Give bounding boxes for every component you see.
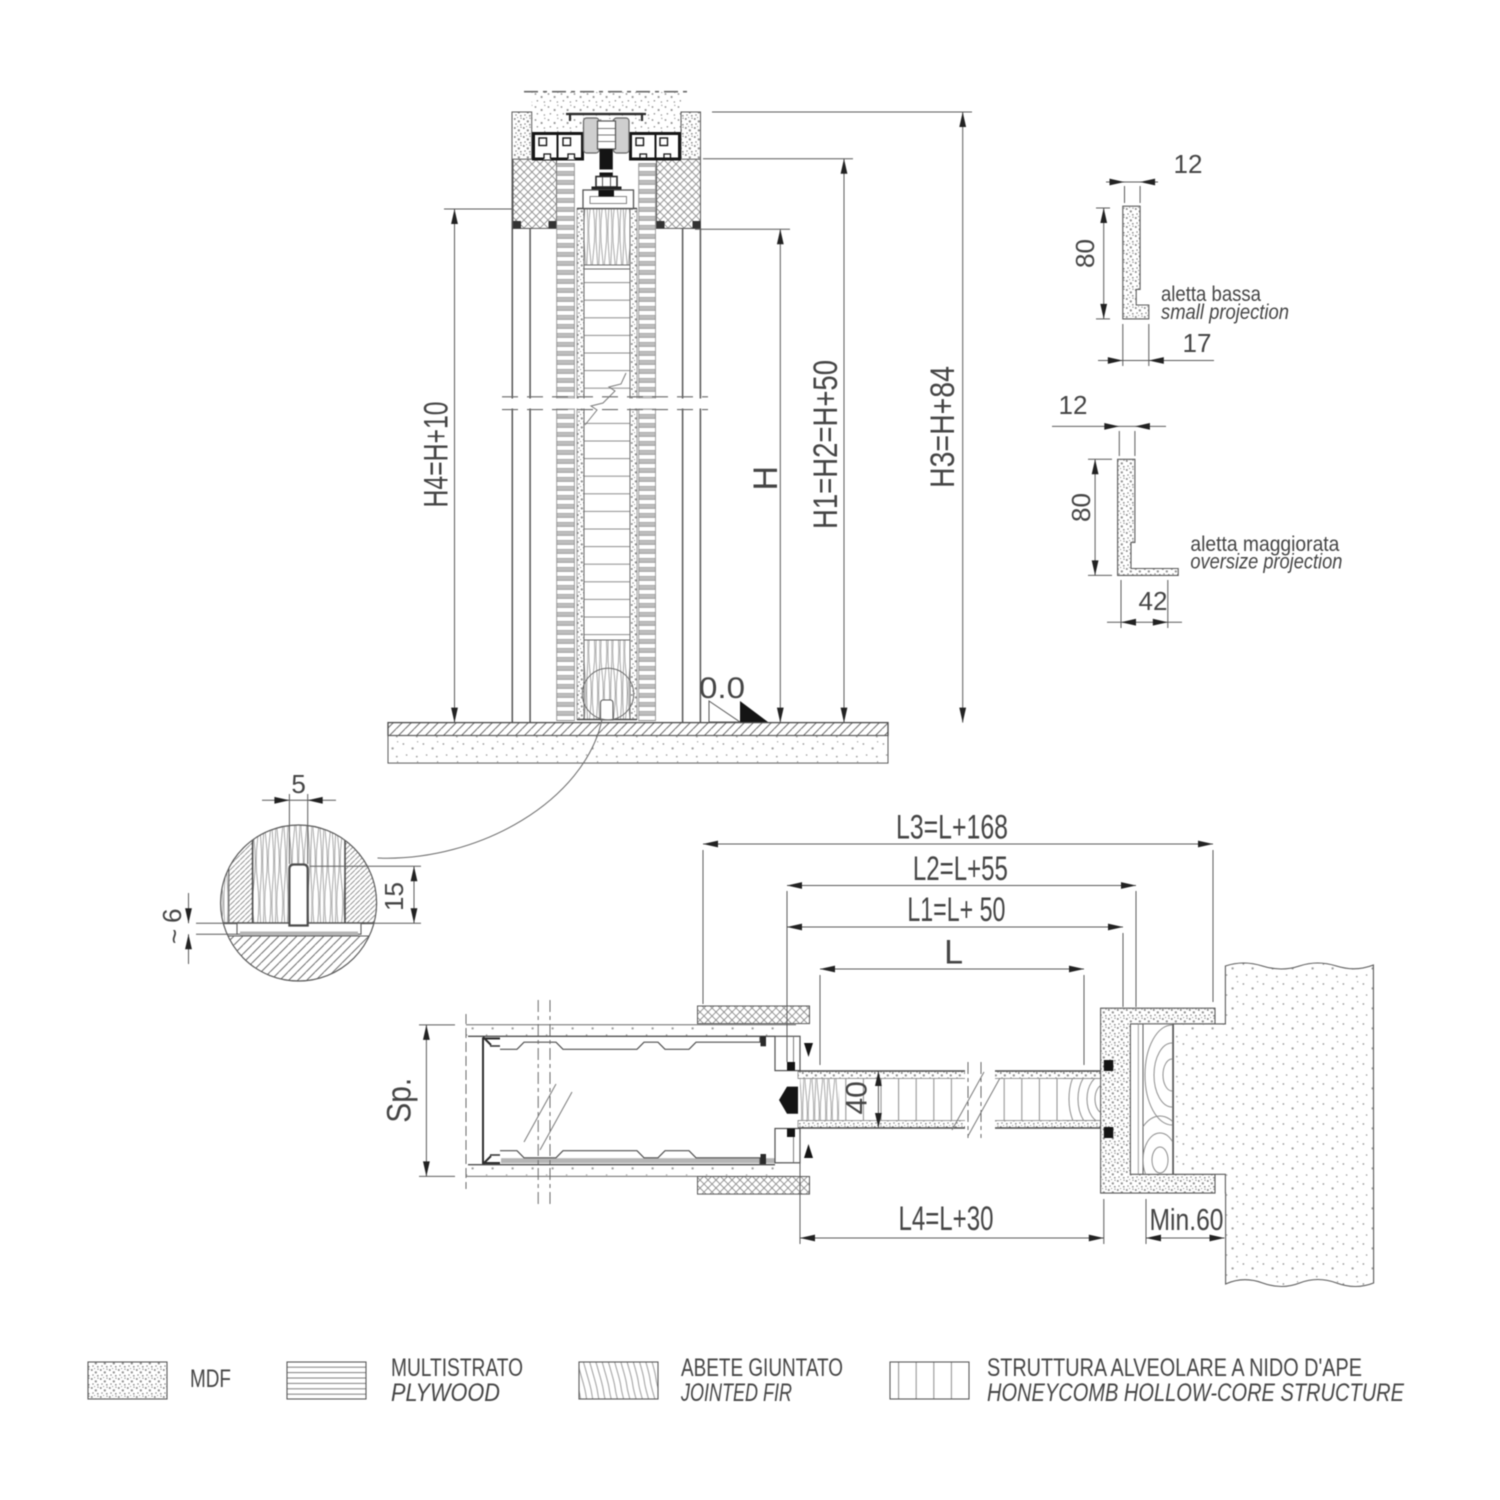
svg-text:12: 12 (1059, 390, 1088, 420)
svg-text:H4=H+10: H4=H+10 (418, 402, 456, 508)
svg-text:PLYWOOD: PLYWOOD (391, 1379, 500, 1407)
svg-text:H: H (747, 466, 785, 491)
svg-text:MULTISTRATO: MULTISTRATO (391, 1354, 523, 1382)
svg-text:80: 80 (1066, 493, 1096, 522)
svg-text:42: 42 (1139, 586, 1168, 616)
svg-text:L4=L+30: L4=L+30 (899, 1200, 994, 1238)
svg-text:6: 6 (157, 909, 187, 923)
svg-text:L1=L+ 50: L1=L+ 50 (907, 891, 1005, 929)
svg-text:ABETE GIUNTATO: ABETE GIUNTATO (681, 1354, 843, 1382)
svg-text:40: 40 (841, 1081, 874, 1114)
svg-text:aletta bassa: aletta bassa (1161, 282, 1261, 306)
svg-text:15: 15 (379, 882, 409, 911)
svg-text:L3=L+168: L3=L+168 (896, 809, 1008, 847)
svg-text:HONEYCOMB HOLLOW-CORE STRUCTUR: HONEYCOMB HOLLOW-CORE STRUCTURE (987, 1379, 1404, 1407)
svg-text:17: 17 (1183, 328, 1212, 358)
svg-text:STRUTTURA ALVEOLARE A NIDO D'A: STRUTTURA ALVEOLARE A NIDO D'APE (987, 1354, 1362, 1382)
svg-text:Min.60: Min.60 (1150, 1202, 1224, 1237)
svg-text:~: ~ (159, 929, 189, 944)
svg-text:oversize projection: oversize projection (1190, 550, 1342, 574)
svg-text:L: L (944, 934, 963, 972)
svg-text:H1=H2=H+50: H1=H2=H+50 (807, 360, 845, 529)
svg-text:Sp.: Sp. (380, 1078, 418, 1123)
svg-text:MDF: MDF (190, 1365, 231, 1393)
svg-text:0.0: 0.0 (699, 672, 745, 705)
svg-text:H3=H+84: H3=H+84 (924, 366, 962, 488)
svg-text:5: 5 (291, 769, 305, 799)
svg-text:JOINTED FIR: JOINTED FIR (680, 1379, 792, 1407)
svg-text:80: 80 (1070, 239, 1100, 268)
svg-text:L2=L+55: L2=L+55 (913, 850, 1008, 888)
svg-text:12: 12 (1174, 149, 1203, 179)
svg-text:aletta maggiorata: aletta maggiorata (1190, 532, 1339, 556)
svg-text:small projection: small projection (1161, 300, 1289, 324)
